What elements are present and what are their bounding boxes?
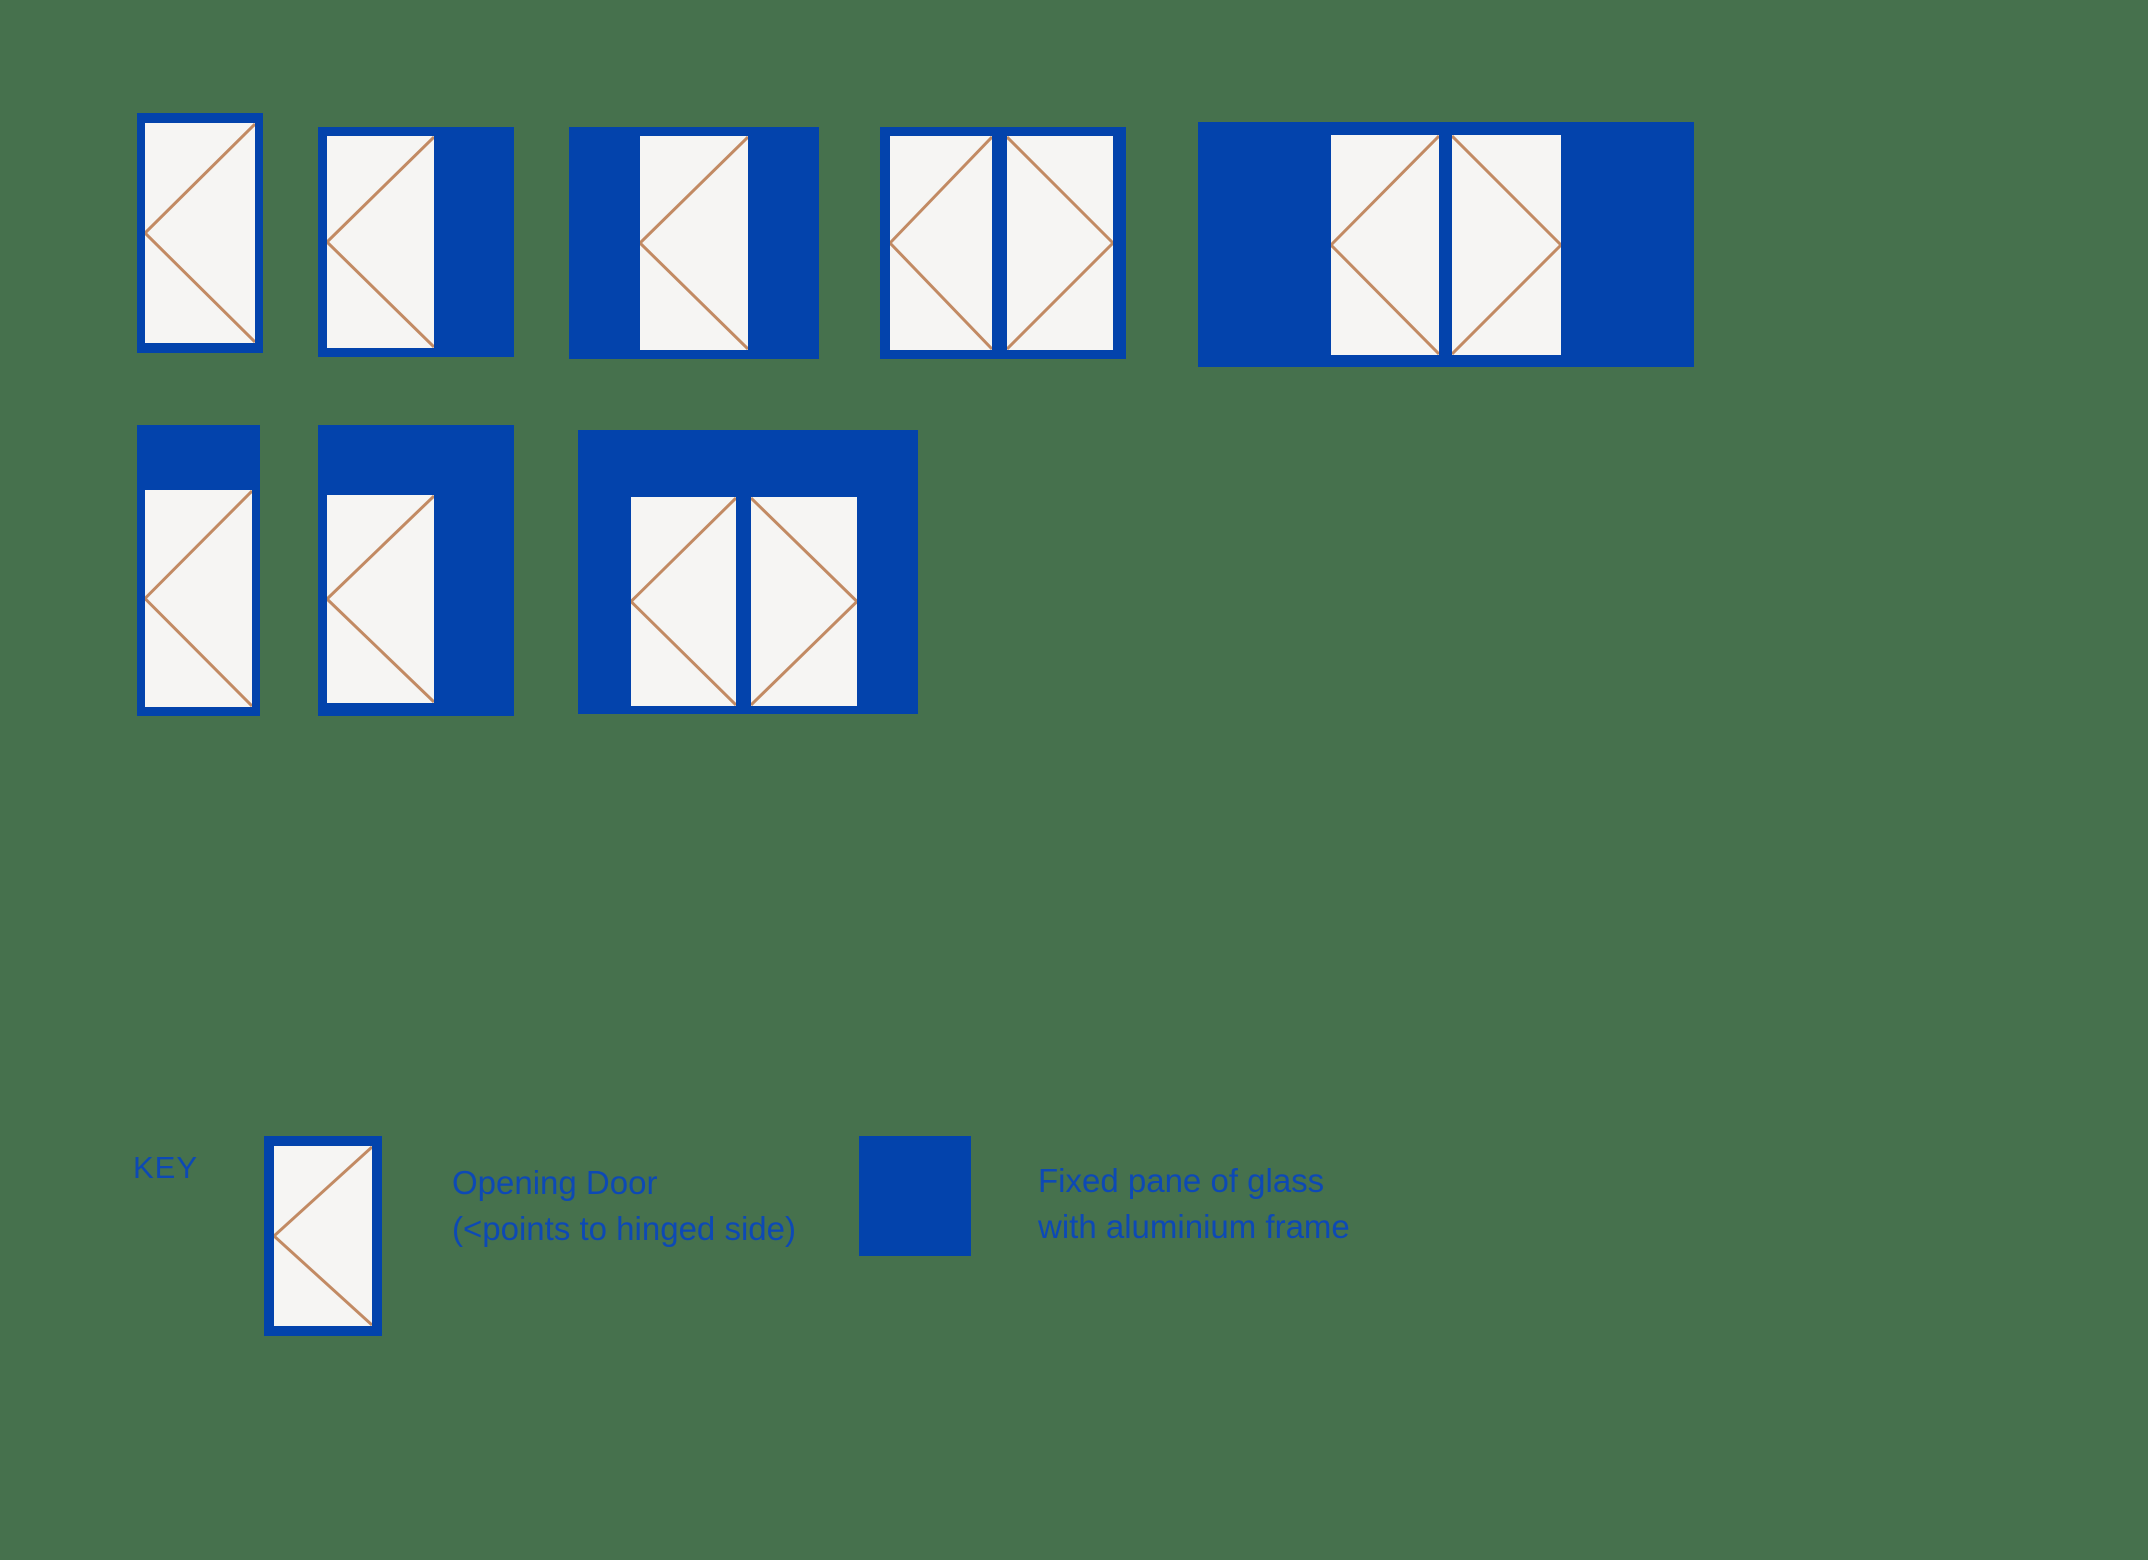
key-opening-door-label: Opening Door (<points to hinged side) bbox=[452, 1160, 796, 1252]
door-pane-hinge-right bbox=[1452, 135, 1561, 355]
unit-fixed-top-door-below bbox=[137, 425, 260, 716]
unit-single-opening-door bbox=[137, 113, 263, 353]
key-fixed-pane-line1: Fixed pane of glass bbox=[1038, 1162, 1325, 1199]
unit-double-opening-doors bbox=[880, 127, 1126, 359]
key-fixed-pane-label: Fixed pane of glass with aluminium frame bbox=[1038, 1158, 1350, 1250]
unit-fixed-top-double-doors bbox=[578, 430, 918, 714]
door-swing-arrow-icon bbox=[274, 1146, 372, 1326]
door-swing-arrow-icon bbox=[1452, 135, 1561, 355]
key-opening-door-line1: Opening Door bbox=[452, 1164, 658, 1201]
door-pane-hinge-left bbox=[327, 495, 434, 703]
door-swing-arrow-icon bbox=[1331, 135, 1439, 355]
door-swing-arrow-icon bbox=[145, 123, 255, 343]
door-pane-hinge-right bbox=[751, 497, 857, 706]
door-swing-arrow-icon bbox=[145, 490, 252, 707]
unit-door-left-fixed-right bbox=[318, 127, 514, 357]
unit-fixed-sides-double-doors bbox=[1198, 122, 1694, 367]
door-swing-arrow-icon bbox=[751, 497, 857, 706]
key-fixed-pane-line2: with aluminium frame bbox=[1038, 1208, 1350, 1245]
door-pane-hinge-left bbox=[640, 136, 748, 350]
unit-key-opening-door-swatch bbox=[264, 1136, 382, 1336]
door-pane-hinge-left bbox=[145, 490, 252, 707]
door-swing-arrow-icon bbox=[327, 495, 434, 703]
unit-fixed-sides-door-centre bbox=[569, 127, 819, 359]
door-swing-arrow-icon bbox=[327, 136, 434, 348]
door-pane-hinge-left bbox=[274, 1146, 372, 1326]
door-swing-arrow-icon bbox=[631, 497, 736, 706]
door-swing-arrow-icon bbox=[1007, 136, 1113, 350]
key-title: KEY bbox=[133, 1150, 199, 1185]
unit-key-fixed-pane-swatch bbox=[859, 1136, 971, 1256]
door-pane-hinge-left bbox=[327, 136, 434, 348]
unit-fixed-top-right-door bbox=[318, 425, 514, 716]
key-opening-door-line2: (<points to hinged side) bbox=[452, 1210, 796, 1247]
door-pane-hinge-left bbox=[1331, 135, 1439, 355]
door-pane-hinge-left bbox=[631, 497, 736, 706]
door-swing-arrow-icon bbox=[890, 136, 992, 350]
door-pane-hinge-left bbox=[890, 136, 992, 350]
door-pane-hinge-right bbox=[1007, 136, 1113, 350]
door-swing-arrow-icon bbox=[640, 136, 748, 350]
door-pane-hinge-left bbox=[145, 123, 255, 343]
